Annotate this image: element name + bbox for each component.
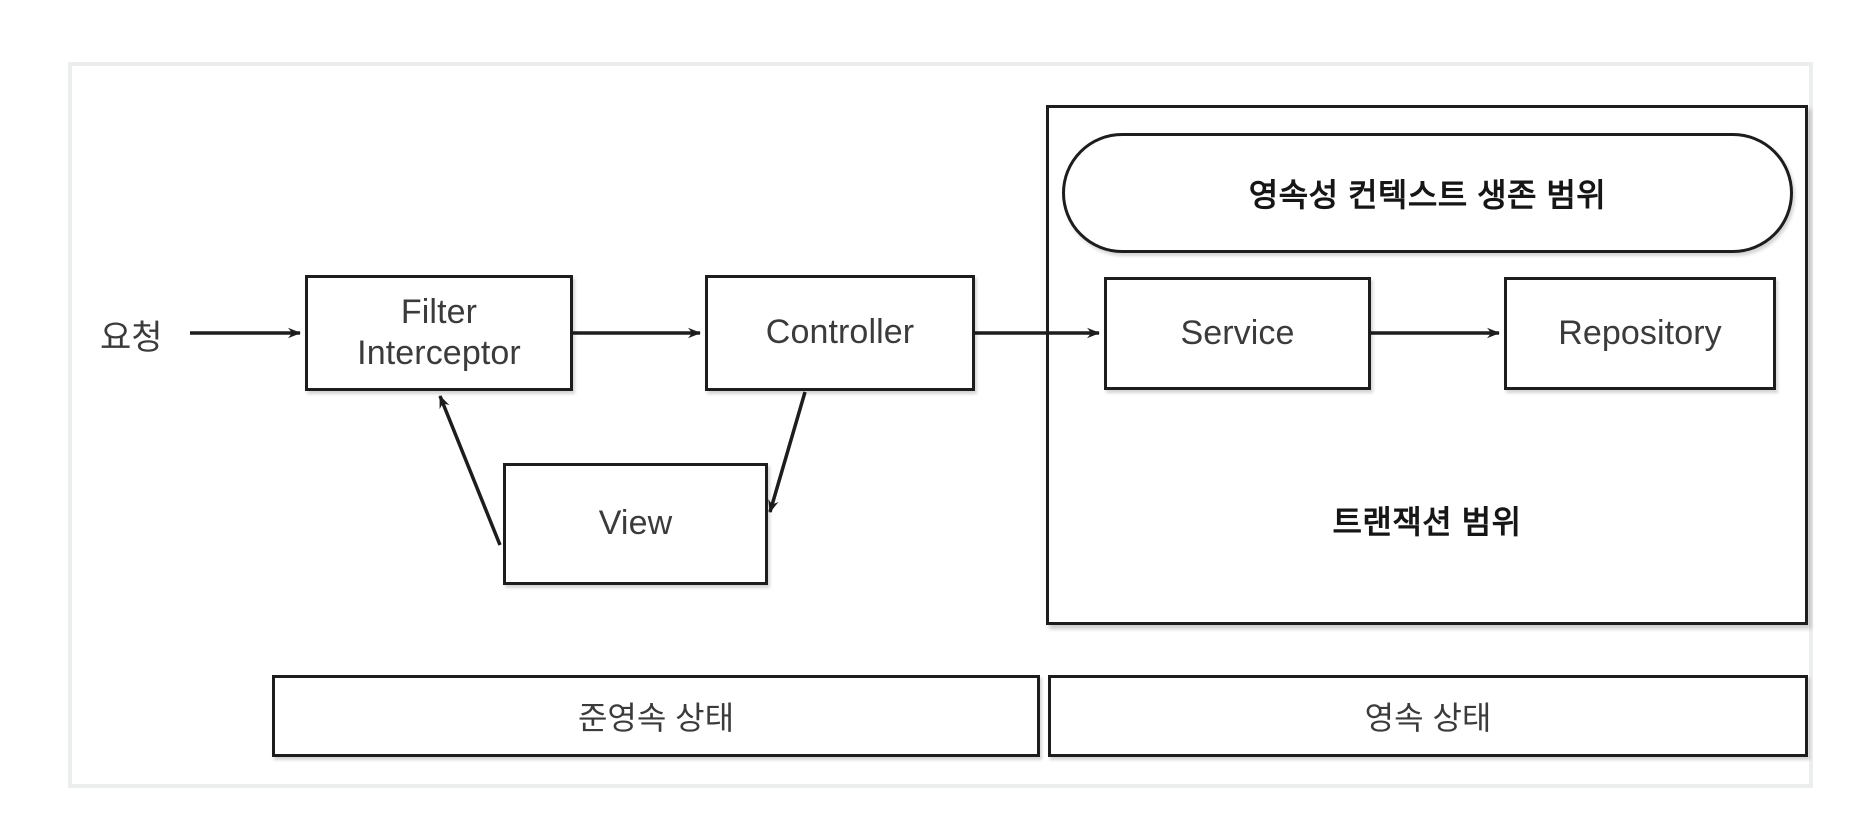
node-filter-interceptor[interactable]: Filter Interceptor — [305, 275, 573, 391]
node-service-label: Service — [1180, 313, 1295, 352]
state-bar-managed: 영속 상태 — [1048, 675, 1808, 757]
node-controller[interactable]: Controller — [705, 275, 975, 391]
state-managed-label: 영속 상태 — [1364, 700, 1492, 736]
node-view[interactable]: View — [503, 463, 768, 585]
node-repository[interactable]: Repository — [1504, 277, 1776, 390]
request-entry-label: 요청 — [100, 319, 163, 357]
state-detached-label: 준영속 상태 — [577, 700, 735, 736]
node-filter-line1: Filter — [400, 293, 478, 332]
persistence-context-scope-capsule: 영속성 컨텍스트 생존 범위 — [1062, 133, 1793, 253]
node-repository-label: Repository — [1558, 313, 1722, 352]
state-bar-detached: 준영속 상태 — [272, 675, 1040, 757]
node-filter-line2: Interceptor — [357, 334, 521, 372]
transaction-scope-label: 트랜잭션 범위 — [1332, 504, 1522, 540]
persistence-context-scope-label: 영속성 컨텍스트 생존 범위 — [1248, 177, 1607, 213]
node-controller-label: Controller — [765, 313, 915, 352]
node-view-label: View — [598, 504, 673, 543]
node-service[interactable]: Service — [1104, 277, 1371, 390]
